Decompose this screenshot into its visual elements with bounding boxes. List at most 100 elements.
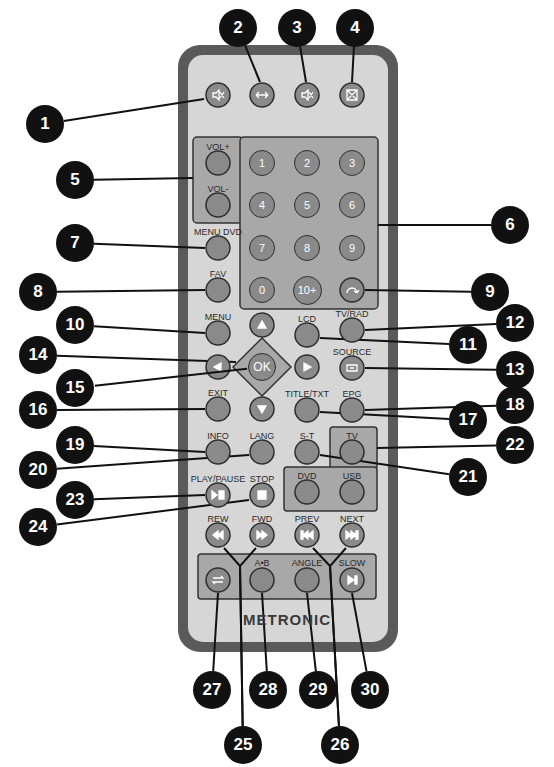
remote-button [250,397,274,421]
button-caption: MENU [205,313,232,322]
leader-line [64,99,204,121]
remote-button [206,397,230,421]
button-text: 10+ [298,284,317,296]
leader-line [365,290,471,292]
callout-text: 10 [66,315,85,335]
callout-text: 21 [459,467,478,487]
remote-button [250,313,274,337]
callout-text: 12 [506,313,525,333]
button-icon [213,90,224,100]
callout-number: 21 [449,458,487,496]
button-icon [347,288,359,293]
number-button: 3 [339,150,365,176]
leader-line [307,593,316,671]
callout-number: 25 [224,726,262,764]
button-caption: INFO [207,432,229,441]
callout-number: 22 [496,426,534,464]
button-icon [258,491,266,499]
leader-line [94,326,205,333]
leader-line [320,412,449,419]
button-text: 2 [304,157,310,169]
button-icon [213,531,223,539]
button-caption: TV [346,432,358,441]
leader-line [94,178,193,180]
remote-button [295,83,319,107]
button-icon [258,321,266,328]
callout-text: 11 [459,335,477,355]
remote-button [206,355,230,379]
button-text: 1 [259,157,265,169]
remote-button [206,321,230,345]
number-button: 5 [294,192,320,218]
callout-text: 15 [66,378,85,398]
source-panel [284,467,377,511]
leader-line [57,408,205,411]
callout-text: 26 [331,735,350,755]
callout-number: 10 [56,306,94,344]
button-text: 5 [304,199,310,211]
callout-text: 19 [66,435,85,455]
leader-line [95,369,247,386]
remote-button [295,523,319,547]
remote-body [178,45,398,652]
button-text: 4 [259,199,265,211]
remote-button [340,480,364,504]
leader-line [262,593,267,671]
remote-button [206,483,230,507]
callout-number: 29 [299,671,337,709]
button-caption: SOURCE [333,348,372,357]
volume-panel [193,137,243,223]
callout-text: 13 [506,360,525,380]
number-button: 10+ [293,276,322,305]
button-caption: ANGLE [292,559,323,568]
remote-button [250,83,274,107]
button-icon [348,576,357,584]
callout-number: 8 [19,273,57,311]
leader-line [57,290,205,292]
remote-button [206,278,230,302]
number-button: 6 [339,192,365,218]
button-caption: EXIT [208,389,228,398]
remote-button [206,151,230,175]
bottom-strip [198,554,376,599]
number-button: 1 [249,150,275,176]
remote-button [295,355,319,379]
button-caption: PLAY/PAUSE [191,475,246,484]
callout-text: 22 [506,435,525,455]
leader-line [94,495,205,499]
button-caption: USB [343,472,362,481]
keypad-panel [240,137,378,309]
callout-text: 5 [70,170,79,190]
callout-text: 25 [234,735,253,755]
callout-number: 20 [19,451,57,489]
callout-number: 5 [56,161,94,199]
callout-number: 18 [496,386,534,424]
button-icon [256,92,268,98]
number-button: 2 [294,150,320,176]
remote-button [206,523,230,547]
remote-button [340,398,364,422]
remote-button [295,480,319,504]
ok-button: OK [248,353,276,381]
number-button: 8 [294,235,320,261]
leader-line [213,593,218,671]
remote-button [340,83,364,107]
remote-button [206,83,230,107]
callout-text: 23 [66,490,85,510]
leader-lines [57,46,496,726]
button-text: 7 [259,242,265,254]
buttons [206,83,364,592]
callout-number: 3 [278,9,316,47]
callout-number: 27 [193,671,231,709]
button-icon [304,363,311,371]
callout-number: 6 [491,206,529,244]
button-text: 8 [304,242,310,254]
leader-line [320,338,449,344]
callout-number: 16 [19,391,57,429]
remote-button [340,356,364,380]
button-caption: TV/RAD [335,310,368,319]
button-caption: DVD [297,472,316,481]
leader-line [352,47,354,82]
button-caption: LCD [298,315,316,324]
